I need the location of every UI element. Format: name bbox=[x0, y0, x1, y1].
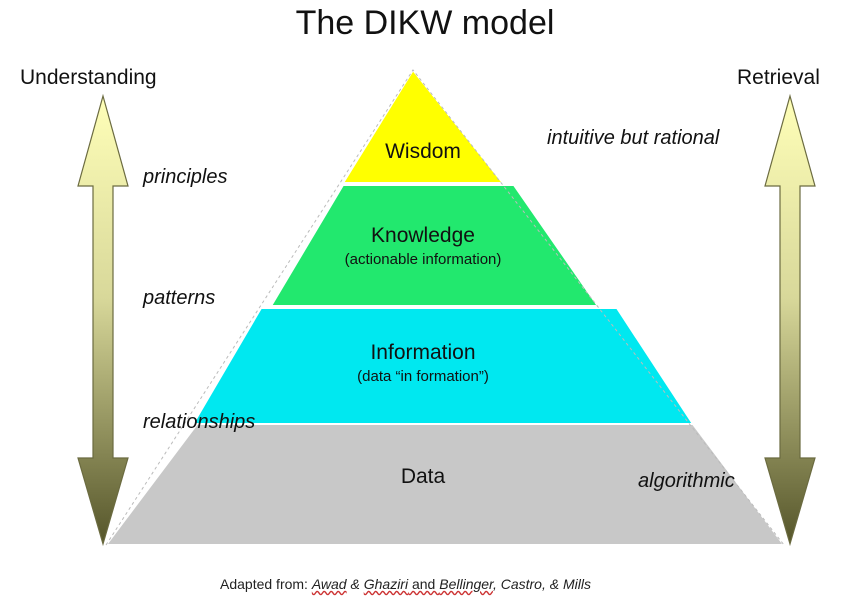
data-level-text: Data bbox=[323, 465, 523, 489]
information-level-text: Information (data “in formation”) bbox=[293, 341, 553, 385]
credit-author-bellinger: Bellinger bbox=[439, 576, 493, 592]
relationships-label: relationships bbox=[143, 411, 256, 433]
intuitive-label: intuitive but rational bbox=[547, 127, 720, 149]
pyramid-outline bbox=[105, 69, 785, 546]
knowledge-subtitle: (actionable information) bbox=[344, 251, 502, 268]
credit-and: and bbox=[408, 576, 440, 592]
data-name: Data bbox=[400, 465, 446, 488]
understanding-label: Understanding bbox=[20, 66, 157, 89]
information-name: Information bbox=[370, 341, 476, 364]
information-subtitle: (data “in formation”) bbox=[357, 368, 489, 385]
source-credit: Adapted from: Awad & Ghaziri and Belling… bbox=[220, 576, 591, 592]
principles-label: principles bbox=[143, 166, 228, 188]
credit-amp: & bbox=[346, 576, 364, 592]
credit-rest: , Castro, & Mills bbox=[492, 576, 591, 592]
patterns-label: patterns bbox=[143, 287, 216, 309]
knowledge-name: Knowledge bbox=[371, 224, 475, 247]
diagram-title: The DIKW model bbox=[295, 4, 555, 42]
credit-author-ghaziri: Ghaziri bbox=[363, 576, 409, 592]
information-layer bbox=[191, 307, 695, 425]
algorithmic-label: algorithmic bbox=[638, 470, 735, 492]
left-understanding-arrow bbox=[77, 93, 129, 547]
knowledge-level-text: Knowledge (actionable information) bbox=[293, 224, 553, 268]
retrieval-label: Retrieval bbox=[737, 66, 820, 89]
wisdom-name: Wisdom bbox=[385, 140, 461, 163]
wisdom-level-text: Wisdom bbox=[323, 140, 523, 164]
wisdom-layer bbox=[341, 68, 506, 184]
credit-author-awad: Awad bbox=[311, 576, 347, 592]
credit-prefix: Adapted from: bbox=[220, 576, 312, 592]
right-retrieval-arrow bbox=[764, 93, 816, 547]
knowledge-layer bbox=[269, 184, 600, 307]
